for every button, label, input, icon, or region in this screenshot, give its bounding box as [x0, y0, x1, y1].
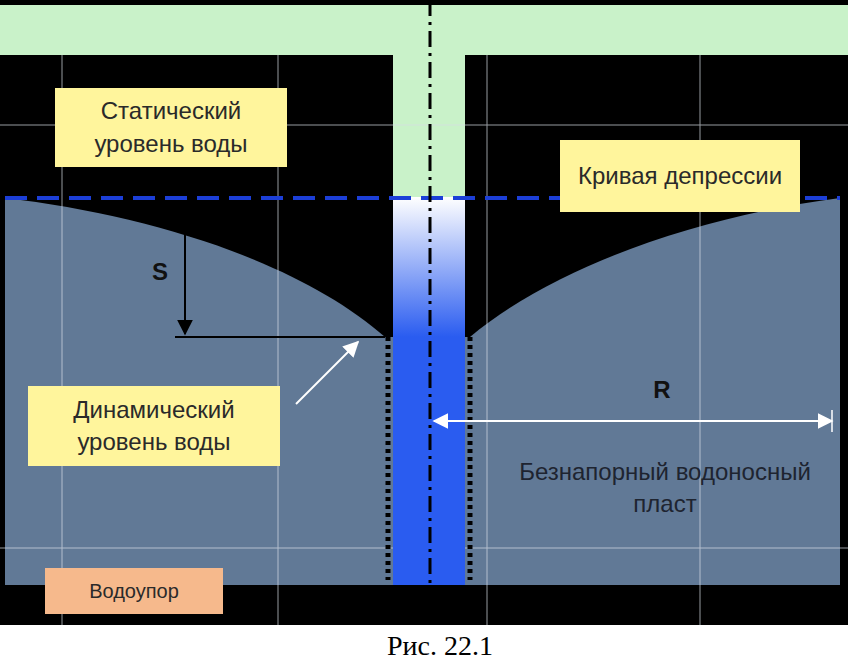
well-axis: [429, 0, 432, 585]
radius-tick: [831, 410, 833, 432]
drawdown-arrow: [184, 205, 186, 334]
figure-caption: Рис. 22.1: [290, 630, 590, 662]
aquifer-right: [470, 198, 840, 585]
label-box: Статический уровень воды: [55, 88, 287, 167]
radius-arrow: [434, 420, 832, 422]
box-text: Кривая депрессии: [568, 160, 792, 192]
ground-surface: [0, 5, 848, 55]
layer-box: Водоупор: [45, 568, 223, 614]
label-box: Динамический уровень воды: [28, 386, 280, 466]
box-text: Водоупор: [53, 578, 215, 605]
dynamic-level-line: [175, 336, 385, 338]
box-text: Статический уровень воды: [63, 95, 279, 160]
layer-label: Безнапорный водоносный пласт: [515, 456, 815, 521]
well-screen: [386, 337, 391, 580]
background: [0, 0, 848, 625]
dimension-label: R: [640, 374, 684, 406]
box-text: Динамический уровень воды: [36, 394, 272, 459]
well-screen: [468, 337, 473, 580]
leader-line: [296, 342, 358, 404]
label-box: Кривая депрессии: [560, 140, 800, 212]
grid-lines: [0, 55, 848, 625]
aquifer-middle: [385, 337, 470, 585]
dimension-label: S: [140, 256, 180, 288]
